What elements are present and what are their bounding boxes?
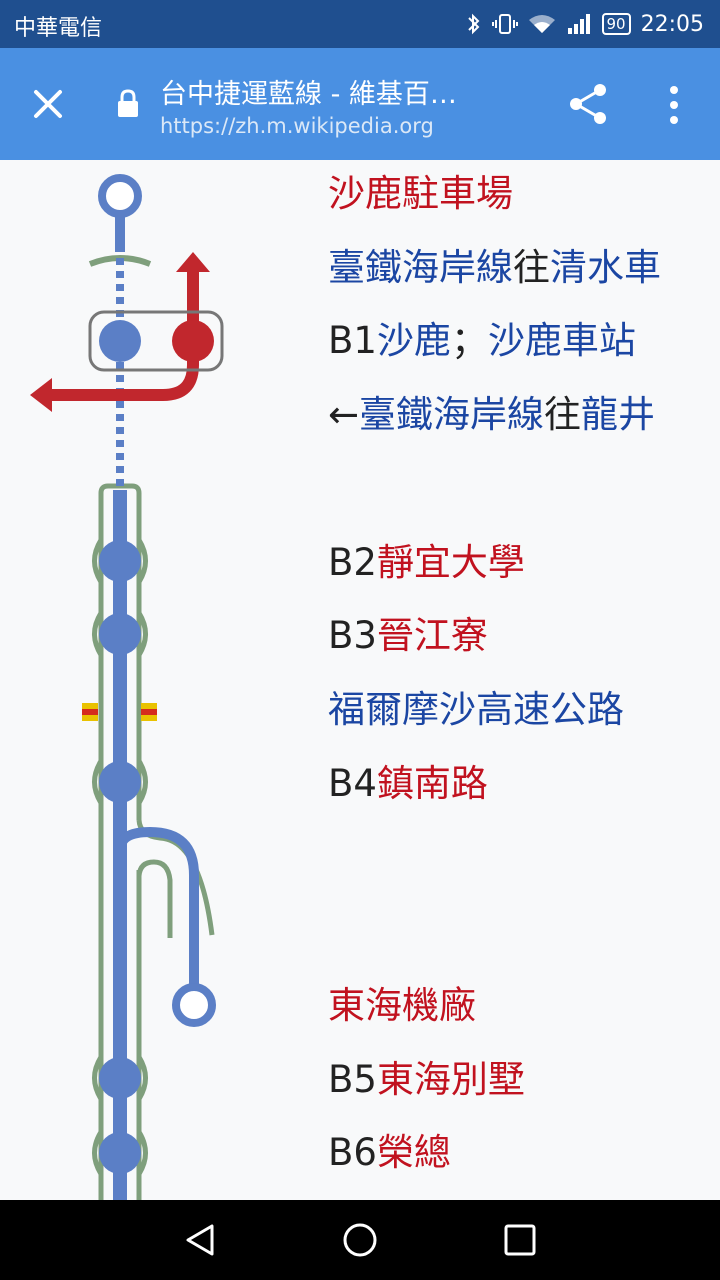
battery-indicator: 90 [601,13,631,35]
railway-line [50,268,199,401]
wifi-icon [528,15,555,33]
recent-square-icon[interactable] [498,1218,542,1262]
route-row[interactable]: B1沙鹿；沙鹿車站 [328,319,636,363]
terminus-marker [98,174,142,218]
back-triangle-icon[interactable] [180,1218,224,1262]
route-text: B3 [328,614,377,657]
station-b3 [92,611,148,657]
highway-crossing-marker [82,703,157,721]
status-icons: 90 22:05 [466,8,704,40]
vibrate-icon [491,14,518,34]
route-row[interactable]: B5東海別墅 [328,1058,525,1102]
route-text: ； [450,319,488,362]
route-row[interactable]: 沙鹿駐車場 [328,172,513,216]
station-marker [99,320,141,362]
route-text: 往 [544,393,582,436]
route-text: B1 [328,319,377,362]
route-text[interactable]: 沙鹿車站 [487,319,636,362]
route-row[interactable]: B3晉江寮 [328,614,488,658]
route-row[interactable]: 東海機廠 [328,984,476,1028]
route-row[interactable]: 臺鐵海岸線往清水車 [328,246,661,290]
status-bar: 中華電信 90 22:05 [0,0,720,48]
home-circle-icon[interactable] [338,1218,382,1262]
depot-spur [115,826,199,1003]
route-text[interactable]: 東海機廠 [328,984,476,1027]
route-text[interactable]: 龍井 [581,393,656,436]
depot-marker [172,983,216,1027]
page-url[interactable]: https://zh.m.wikipedia.org [160,114,434,138]
clock: 22:05 [640,11,704,37]
route-row[interactable]: ←臺鐵海岸線往龍井 [328,393,655,437]
share-icon[interactable] [566,80,612,128]
route-text[interactable]: 東海別墅 [376,1058,525,1101]
route-text[interactable]: 靜宜大學 [376,541,525,584]
route-row[interactable]: 福爾摩沙高速公路 [328,688,624,732]
station-b2 [92,538,148,584]
route-text[interactable]: 臺鐵海岸線 [328,246,513,289]
route-text: B6 [328,1131,377,1174]
railway-arrow-up [176,252,210,272]
more-vert-icon[interactable] [656,82,692,128]
station-b6 [92,1130,148,1176]
route-text: B5 [328,1058,377,1101]
interchange-frame [88,310,224,372]
page-content: 沙鹿駐車場 臺鐵海岸線往清水車 B1沙鹿；沙鹿車站 ←臺鐵海岸線往龍井 B2靜宜… [0,160,720,1200]
route-diagram [30,174,224,1200]
browser-toolbar: 台中捷運藍線 - 維基百… https://zh.m.wikipedia.org [0,48,720,160]
railway-arrow-left [30,378,52,412]
close-icon[interactable] [26,82,70,126]
system-nav-bar [0,1200,720,1280]
carrier-label: 中華電信 [14,16,103,41]
station-b5 [92,1055,148,1101]
railway-station-marker [172,320,214,362]
route-row[interactable]: B6榮總 [328,1131,451,1175]
route-text[interactable]: 榮總 [376,1131,451,1174]
station-b4 [92,759,148,805]
route-text[interactable]: 臺鐵海岸線 [359,393,545,436]
route-row[interactable]: B4鎮南路 [328,762,488,806]
route-text[interactable]: 鎮南路 [376,762,488,805]
route-text: ← [328,393,360,436]
route-text[interactable]: 清水車 [550,246,661,289]
route-text[interactable]: 沙鹿駐車場 [328,172,513,215]
route-text: B2 [328,541,377,584]
route-text: 往 [513,246,550,289]
route-text[interactable]: 福爾摩沙高速公路 [328,688,624,731]
lock-icon [118,89,138,117]
route-text: B4 [328,762,377,805]
route-text[interactable]: 晉江寮 [376,614,488,657]
route-row[interactable]: B2靜宜大學 [328,541,525,585]
bluetooth-icon [467,13,479,35]
page-title: 台中捷運藍線 - 維基百… [160,79,457,110]
route-text[interactable]: 沙鹿 [376,319,451,362]
signal-icon [567,14,590,34]
